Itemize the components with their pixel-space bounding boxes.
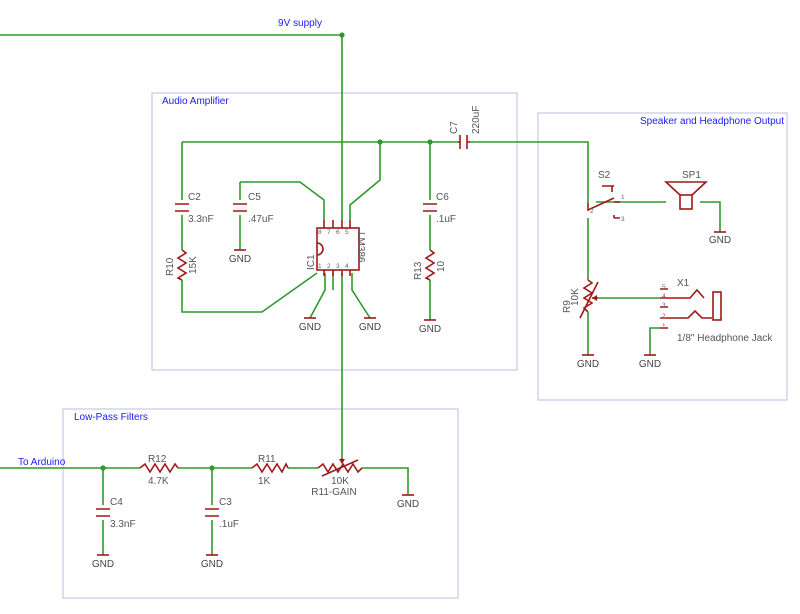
junction-dot xyxy=(339,32,345,38)
c2-ref: C2 xyxy=(188,192,201,203)
r12-value: 4.7K xyxy=(148,476,169,487)
ic-pin-label: 1 xyxy=(318,263,322,270)
x1-ref: X1 xyxy=(677,278,690,289)
switch-s2: S2 1 2 3 xyxy=(587,170,625,223)
ground-label: GND xyxy=(577,359,599,370)
ground-c4: GND xyxy=(92,554,114,570)
ground-r9: GND xyxy=(577,354,599,370)
r10-ref: R10 xyxy=(165,257,176,276)
capacitor-c2: C2 3.3nF xyxy=(175,192,214,225)
c6-ref: C6 xyxy=(436,192,449,203)
c7-value: 220uF xyxy=(471,106,482,134)
c5-ref: C5 xyxy=(248,192,261,203)
ground-ic-pin2: GND xyxy=(299,317,321,333)
r12-ref: R12 xyxy=(148,454,167,465)
output-block-title: Speaker and Headphone Output xyxy=(640,116,784,127)
ic-pin-label: 3 xyxy=(336,263,340,270)
ground-label: GND xyxy=(229,254,251,265)
c3-value: .1uF xyxy=(219,519,239,530)
c7-ref: C7 xyxy=(449,121,460,134)
output-block-frame xyxy=(537,112,788,401)
r9-value: 10K xyxy=(570,288,581,306)
ground-label: GND xyxy=(201,559,223,570)
ground-ic-pin4: GND xyxy=(359,317,381,333)
ic1-ref: IC1 xyxy=(306,254,317,270)
ground-speaker: GND xyxy=(709,231,731,246)
ground-label: GND xyxy=(359,322,381,333)
r11-value: 1K xyxy=(258,476,271,487)
sp1-ref: SP1 xyxy=(682,170,701,181)
capacitor-c5: C5 .47uF xyxy=(233,192,274,225)
jack-pin-label: 1 xyxy=(662,323,666,330)
ic1-value: LM386 xyxy=(355,232,366,263)
jack-pin-label: 5 xyxy=(662,284,666,291)
gain-potentiometer: 10K R11-GAIN xyxy=(311,458,363,498)
ic-pin-label: 8 xyxy=(318,229,322,236)
r13-value: 10 xyxy=(436,260,447,272)
ic-pin-label: 7 xyxy=(327,229,331,236)
c2-value: 3.3nF xyxy=(188,214,214,225)
switch-pin-label: 2 xyxy=(590,208,594,215)
switch-pin-label: 1 xyxy=(621,194,625,201)
jack-pin-label: 2 xyxy=(662,313,666,320)
ground-c5: GND xyxy=(229,249,251,265)
c3-ref: C3 xyxy=(219,497,232,508)
ground-gain: GND xyxy=(397,494,419,510)
ic-pin-label: 6 xyxy=(336,229,340,236)
filters-block-title: Low-Pass Filters xyxy=(74,412,148,423)
s2-ref: S2 xyxy=(598,170,611,181)
ground-label: GND xyxy=(92,559,114,570)
amplifier-block-frame xyxy=(151,92,518,371)
ground-jack: GND xyxy=(639,354,661,370)
r13-ref: R13 xyxy=(413,261,424,280)
c6-value: .1uF xyxy=(436,214,456,225)
gain-value: 10K xyxy=(331,476,349,487)
jack-pin-label: 4 xyxy=(662,293,666,300)
ground-label: GND xyxy=(397,499,419,510)
ground-r13: GND xyxy=(419,319,441,335)
input-net-label: To Arduino xyxy=(18,457,66,468)
resistor-r10: R10 15K xyxy=(165,249,199,281)
r9-ref: R9 xyxy=(562,300,573,313)
ic-pin-label: 2 xyxy=(327,263,331,270)
ground-c3: GND xyxy=(201,554,223,570)
jack-pin-label: 3 xyxy=(662,302,666,309)
amplifier-block-title: Audio Amplifier xyxy=(162,96,229,107)
capacitor-c6: C6 .1uF xyxy=(423,192,456,225)
ic-pin-label: 5 xyxy=(345,229,349,236)
headphone-jack-x1: X1 5 4 3 2 1 1/8" Headphone Jack xyxy=(660,278,773,344)
gain-ref: R11-GAIN xyxy=(311,487,356,498)
junction-dot xyxy=(377,139,383,145)
supply-net-label: 9V supply xyxy=(278,18,322,29)
ground-label: GND xyxy=(419,324,441,335)
c4-value: 3.3nF xyxy=(110,519,136,530)
switch-pin-label: 3 xyxy=(621,216,625,223)
capacitor-c3: C3 .1uF xyxy=(205,497,239,530)
r10-value: 15K xyxy=(188,256,199,274)
x1-value: 1/8" Headphone Jack xyxy=(677,333,773,344)
wires xyxy=(0,34,721,555)
resistor-r12: R12 4.7K xyxy=(139,454,179,487)
speaker-sp1: SP1 xyxy=(663,170,709,210)
potentiometer-r9: R9 10K xyxy=(562,279,599,319)
junction-dot xyxy=(100,465,106,471)
resistor-r13: R13 10 xyxy=(413,249,447,281)
junction-dot xyxy=(427,139,433,145)
filters-block-frame xyxy=(62,408,459,599)
ground-label: GND xyxy=(639,359,661,370)
ground-label: GND xyxy=(299,322,321,333)
junction-dot xyxy=(209,465,215,471)
c5-value: .47uF xyxy=(248,214,274,225)
r11-ref: R11 xyxy=(258,454,276,465)
ic1-lm386: 8 7 6 5 1 2 3 4 IC1 LM386 xyxy=(306,220,366,276)
capacitor-c7: C7 220uF xyxy=(449,106,482,149)
ground-label: GND xyxy=(709,235,731,246)
capacitor-c4: C4 3.3nF xyxy=(96,497,136,530)
junctions xyxy=(100,32,433,471)
resistor-r11: R11 1K xyxy=(251,454,289,487)
c4-ref: C4 xyxy=(110,497,123,508)
ic-pin-label: 4 xyxy=(345,263,349,270)
